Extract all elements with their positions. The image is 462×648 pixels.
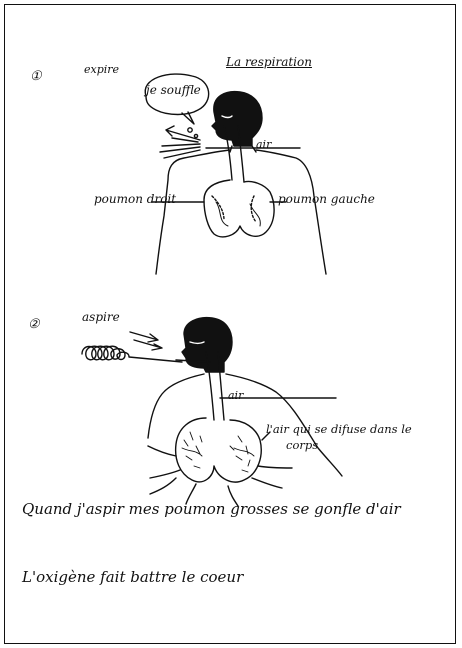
left-lung-label: poumon gauche (278, 193, 375, 205)
inhale-arrows (130, 332, 162, 350)
sentence-inhale: Quand j'aspir mes poumon grosses se gonf… (22, 502, 401, 517)
caption-expire: expire (84, 64, 119, 75)
panel-number-2: ② (28, 318, 40, 331)
caption-aspire: aspire (82, 311, 120, 323)
breath-dot (194, 134, 197, 137)
air-label-2: air (228, 390, 243, 401)
inhale-figure (82, 318, 342, 506)
diffusion-label-line2: corps (286, 440, 318, 452)
speech-text: je souffle (146, 84, 201, 96)
sentence-oxygen: L'oxigène fait battre le coeur (22, 570, 243, 585)
air-spiral (82, 346, 182, 362)
exhale-figure (145, 74, 326, 274)
torso-1 (156, 150, 230, 274)
right-lung-label: poumon droit (94, 193, 176, 205)
head-2 (182, 318, 232, 372)
head-1 (212, 92, 262, 146)
breath-dot (188, 128, 192, 132)
panel-number-1: ① (30, 70, 42, 83)
air-label-1: air (256, 139, 271, 150)
lungs-1 (204, 180, 274, 237)
diffusion-label-line1: l'air qui se difuse dans le (266, 424, 412, 436)
exhale-arrows (160, 126, 200, 158)
page-title: La respiration (226, 56, 312, 68)
